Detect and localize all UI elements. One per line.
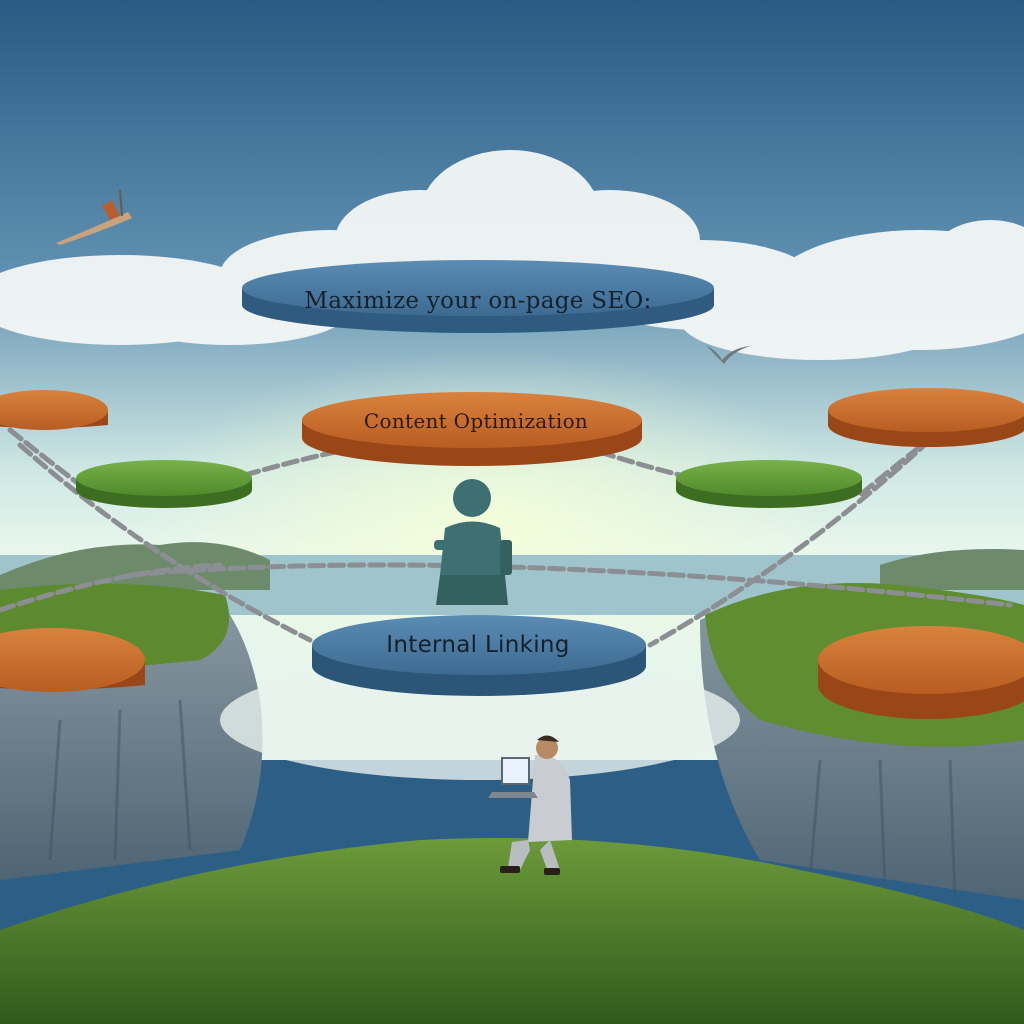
left-top-disc (0, 390, 108, 430)
title-disc-label: Maximize your on-page SEO: (304, 288, 652, 314)
cliff-streaks (48, 699, 957, 901)
right-bottom-disc (818, 626, 1024, 719)
internal-linking-label: Internal Linking (386, 632, 570, 658)
chain-left-diag (17, 442, 313, 643)
green-left-disc (76, 460, 252, 508)
left-bottom-disc (0, 628, 145, 692)
title-disc (242, 260, 714, 333)
chain-horizontal (127, 562, 1013, 608)
valley-mist (220, 660, 740, 780)
chain-right-diag (647, 437, 933, 648)
laptop-screen (501, 757, 530, 785)
content-disc (302, 392, 642, 466)
man-with-laptop (488, 735, 572, 875)
right-top-disc (828, 388, 1024, 447)
chain-left-low (0, 562, 223, 613)
content-disc-label: Content Optimization (363, 409, 589, 433)
distant-hills-right (880, 549, 1024, 590)
chain-green-to-content (242, 449, 338, 478)
bird-icon (706, 345, 750, 364)
plane-icon (56, 189, 132, 245)
internal-linking-disc (312, 615, 646, 696)
foreground-hill (0, 838, 1024, 1024)
person-figure-icon (434, 479, 512, 605)
green-right-disc (676, 460, 862, 508)
